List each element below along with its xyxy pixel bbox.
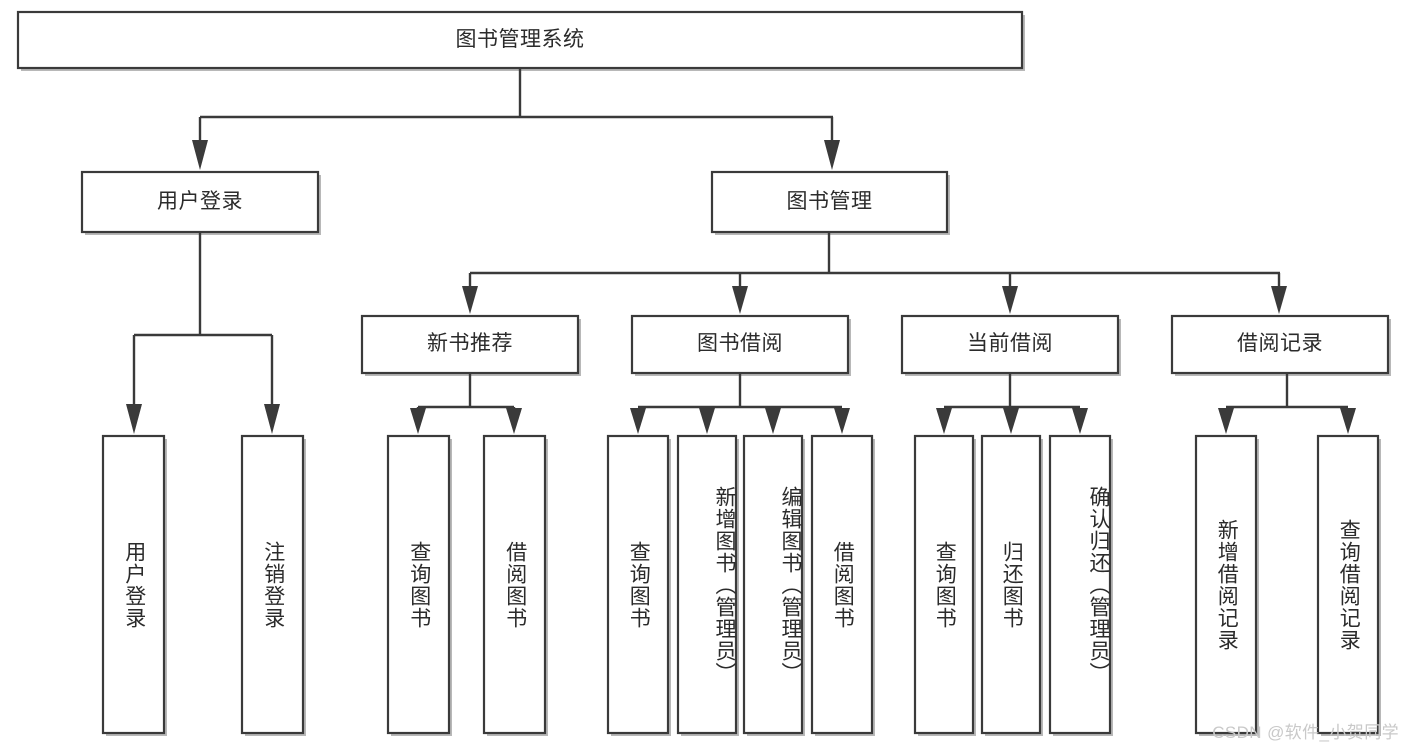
arrow-bb-leaf2 <box>699 408 715 434</box>
arrow-br-leaf1 <box>1218 408 1234 434</box>
arrow-bb-leaf3 <box>765 408 781 434</box>
leaf-logout-login-box[interactable] <box>240 434 305 735</box>
arrow-bb-leaf1 <box>630 408 646 434</box>
arrow-cb-leaf2 <box>1003 408 1019 434</box>
book-borrow-box[interactable] <box>630 314 850 375</box>
root-box[interactable] <box>16 10 1024 70</box>
arrow-bb-leaf4 <box>834 408 850 434</box>
user-login-box[interactable] <box>80 170 320 234</box>
book-manage-box[interactable] <box>710 170 949 234</box>
leaf-confirm-return-admin-box[interactable] <box>1048 434 1112 735</box>
leaf-query-book-1-box[interactable] <box>386 434 451 735</box>
leaf-add-book-admin-box[interactable] <box>676 434 738 735</box>
leaf-query-book-2-box[interactable] <box>606 434 670 735</box>
arrow-root-to-user-login <box>192 140 208 170</box>
leaf-borrow-book-2-box[interactable] <box>810 434 874 735</box>
current-borrow-box[interactable] <box>900 314 1120 375</box>
new-book-recommend-box[interactable] <box>360 314 580 375</box>
arrow-root-to-book-manage <box>824 140 840 170</box>
arrow-cb-leaf3 <box>1072 408 1088 434</box>
leaf-borrow-book-1-box[interactable] <box>482 434 547 735</box>
arrow-bm-to-new-book <box>462 286 478 314</box>
arrow-user-login-leaf2 <box>264 404 280 434</box>
arrow-cb-leaf1 <box>936 408 952 434</box>
leaf-query-book-3-box[interactable] <box>913 434 975 735</box>
arrow-user-login-leaf1 <box>126 404 142 434</box>
arrow-bm-to-current-borrow <box>1002 286 1018 314</box>
arrow-bm-to-borrow-record <box>1271 286 1287 314</box>
leaf-query-borrow-record-box[interactable] <box>1316 434 1380 735</box>
leaf-edit-book-admin-box[interactable] <box>742 434 804 735</box>
leaf-user-login-box[interactable] <box>101 434 166 735</box>
leaf-add-borrow-record-box[interactable] <box>1194 434 1258 735</box>
arrow-br-leaf2 <box>1340 408 1356 434</box>
arrow-nbr-leaf2 <box>506 408 522 434</box>
leaf-return-book-box[interactable] <box>980 434 1042 735</box>
borrow-record-box[interactable] <box>1170 314 1390 375</box>
arrow-nbr-leaf1 <box>410 408 426 434</box>
arrow-bm-to-book-borrow <box>732 286 748 314</box>
